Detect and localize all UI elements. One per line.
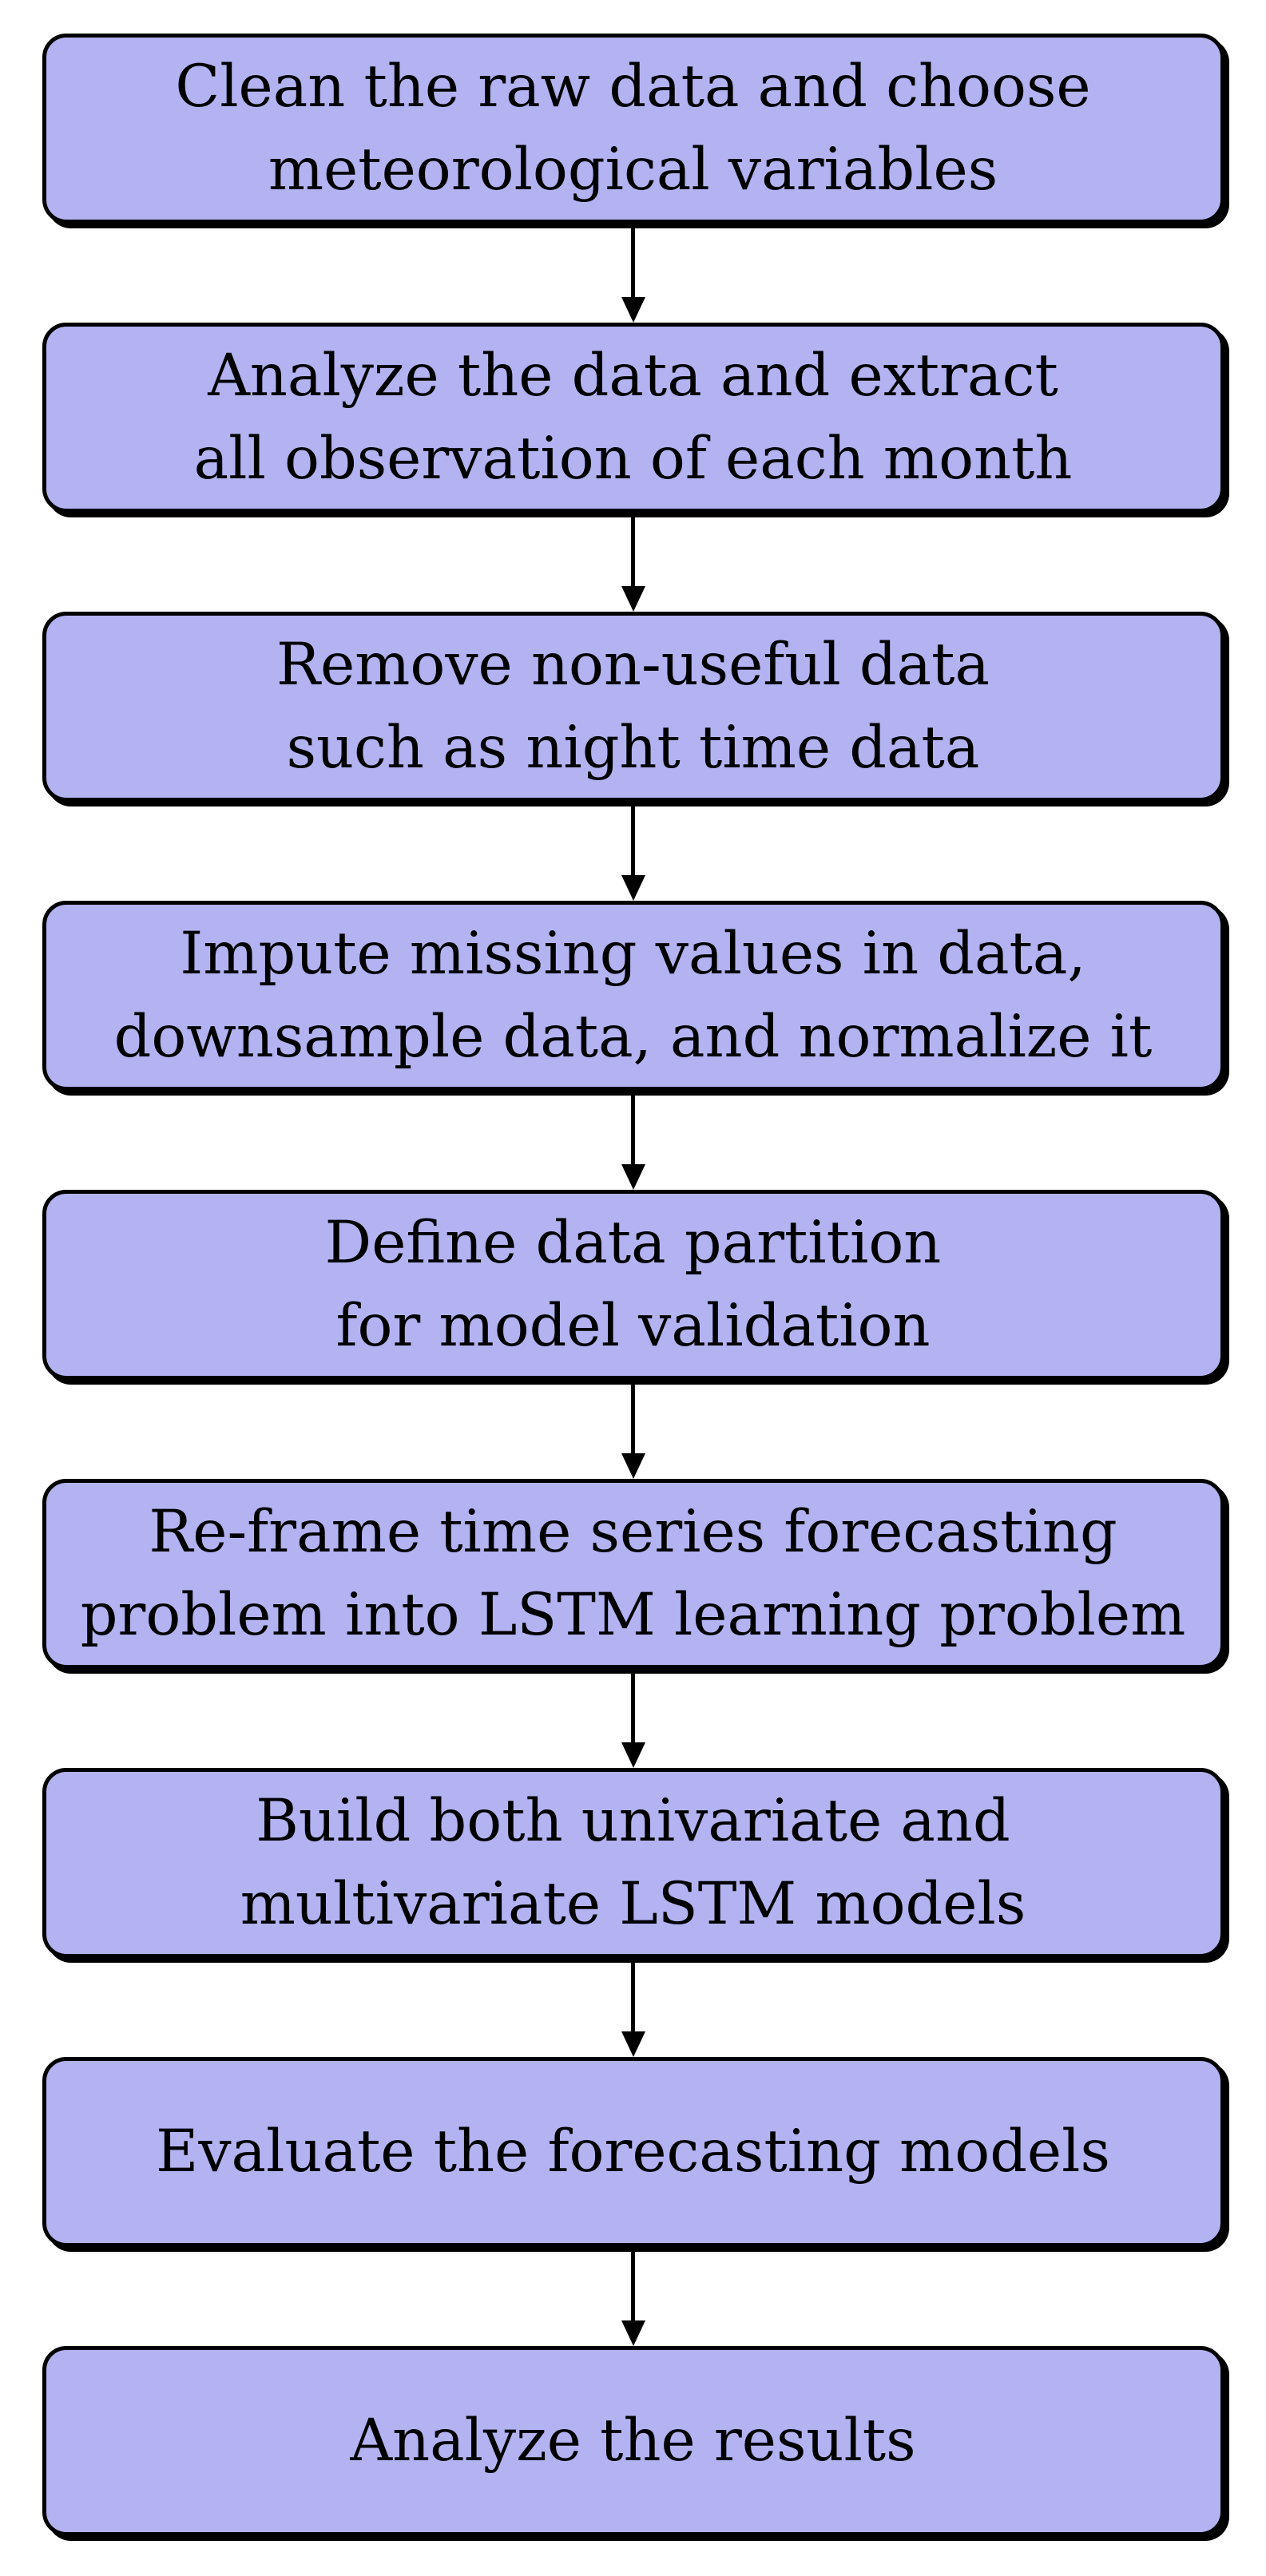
node-label: Analyze the data and extract all observa… <box>193 342 1073 493</box>
arrowhead-down-icon <box>621 875 645 901</box>
flow-arrow <box>621 513 645 612</box>
arrowhead-down-icon <box>621 297 645 323</box>
node-remove-non-useful: Remove non-useful data such as night tim… <box>42 612 1224 802</box>
node-label: Clean the raw data and choose meteorolog… <box>175 53 1091 204</box>
node-data-partition: Define data partition for model validati… <box>42 1190 1224 1380</box>
arrow-line <box>631 1669 635 1743</box>
arrowhead-down-icon <box>621 2031 645 2057</box>
node-label: Re-frame time series forecasting problem… <box>80 1498 1186 1649</box>
flow-arrow <box>621 224 645 323</box>
arrow-line <box>631 1958 635 2032</box>
node-evaluate-models: Evaluate the forecasting models <box>42 2057 1224 2247</box>
arrow-line <box>631 802 635 876</box>
node-label: Build both univariate and multivariate L… <box>240 1787 1026 1938</box>
arrow-line <box>631 2247 635 2321</box>
flow-arrow <box>621 1958 645 2057</box>
node-impute-normalize: Impute missing values in data, downsampl… <box>42 901 1224 1091</box>
node-label: Analyze the results <box>350 2407 916 2475</box>
flow-arrow <box>621 1091 645 1190</box>
arrowhead-down-icon <box>621 586 645 612</box>
arrow-line <box>631 1091 635 1165</box>
node-label: Evaluate the forecasting models <box>156 2118 1110 2186</box>
flow-arrow <box>621 802 645 901</box>
node-label: Impute missing values in data, downsampl… <box>113 920 1153 1071</box>
node-build-lstm-models: Build both univariate and multivariate L… <box>42 1768 1224 1958</box>
flow-arrow <box>621 2247 645 2346</box>
node-analyze-results: Analyze the results <box>42 2346 1224 2536</box>
flow-arrow <box>621 1380 645 1479</box>
node-clean-raw-data: Clean the raw data and choose meteorolog… <box>42 34 1224 224</box>
node-label: Define data partition for model validati… <box>324 1209 942 1360</box>
arrowhead-down-icon <box>621 1742 645 1768</box>
arrowhead-down-icon <box>621 2320 645 2346</box>
arrowhead-down-icon <box>621 1164 645 1190</box>
node-analyze-extract: Analyze the data and extract all observa… <box>42 323 1224 513</box>
arrow-line <box>631 224 635 298</box>
node-label: Remove non-useful data such as night tim… <box>276 631 990 782</box>
arrow-line <box>631 1380 635 1454</box>
node-reframe-lstm-problem: Re-frame time series forecasting problem… <box>42 1479 1224 1669</box>
arrow-line <box>631 513 635 587</box>
flow-arrow <box>621 1669 645 1768</box>
arrowhead-down-icon <box>621 1453 645 1479</box>
